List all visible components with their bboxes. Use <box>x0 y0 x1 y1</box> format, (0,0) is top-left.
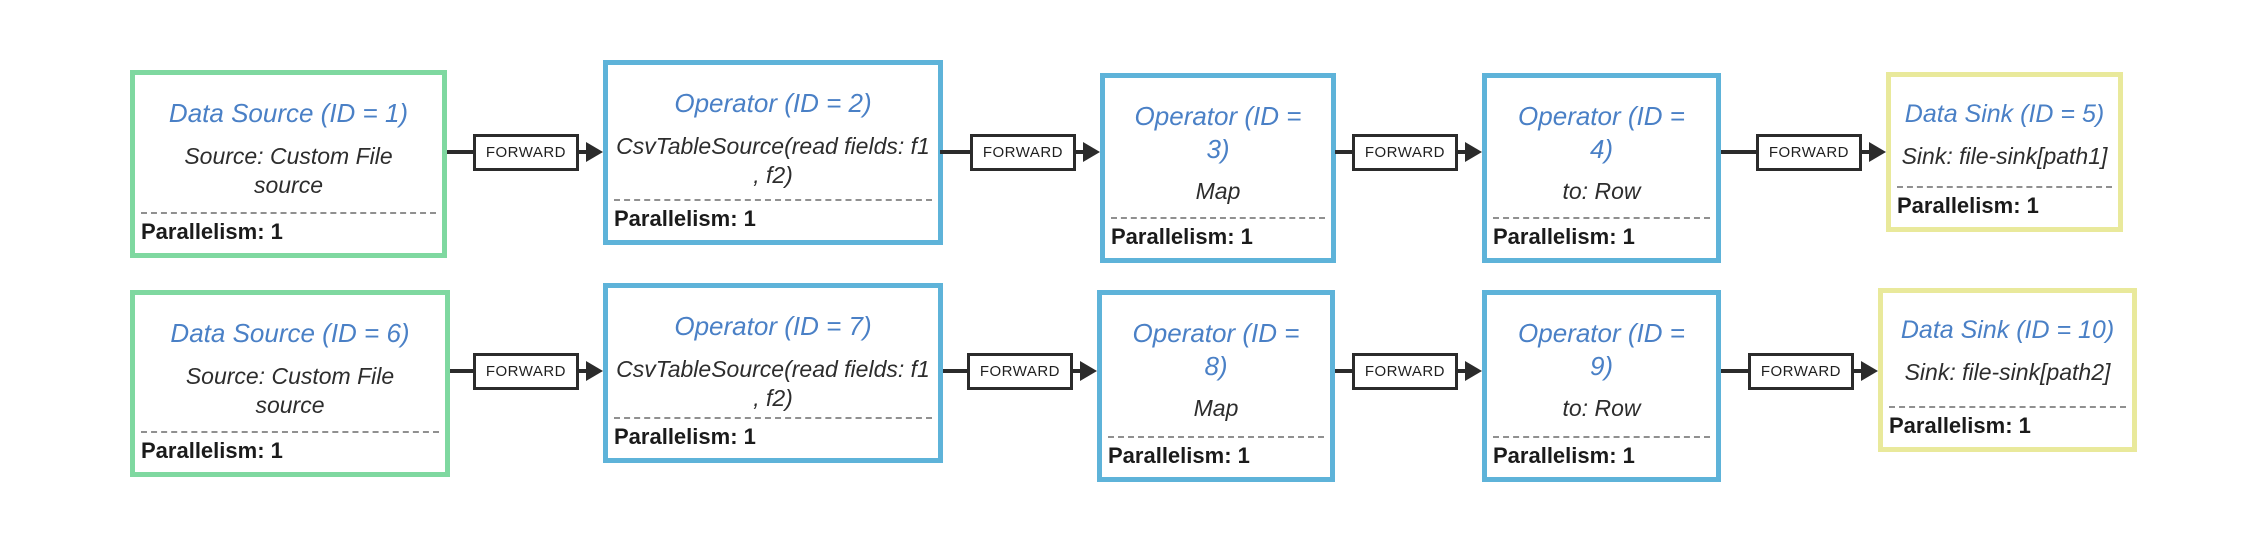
node-parallelism: Parallelism: 1 <box>141 219 283 244</box>
node-divider <box>614 417 932 419</box>
arrow-right-icon <box>1080 361 1097 381</box>
node-parallelism: Parallelism: 1 <box>1108 443 1250 468</box>
node-subtitle: to: Row <box>1562 395 1641 421</box>
node-operator-7[interactable]: Operator (ID = 7) CsvTableSource(read fi… <box>603 283 943 463</box>
node-title: Data Source (ID = 6) <box>170 318 410 348</box>
node-operator-9[interactable]: Operator (ID = 9) to: Row Parallelism: 1 <box>1482 290 1721 482</box>
node-parallelism: Parallelism: 1 <box>1493 224 1635 249</box>
connector-line <box>1854 369 1861 373</box>
node-subtitle: CsvTableSource(read fields: f1 , f2) <box>616 132 930 189</box>
connector-line <box>1458 369 1465 373</box>
node-data-sink-10[interactable]: Data Sink (ID = 10) Sink: file-sink[path… <box>1878 288 2137 452</box>
node-parallelism: Parallelism: 1 <box>141 438 283 463</box>
node-subtitle: Source: Custom File source <box>185 362 395 419</box>
node-divider <box>614 199 932 201</box>
node-parallelism: Parallelism: 1 <box>1889 413 2031 438</box>
node-subtitle: Sink: file-sink[path2] <box>1904 359 2111 386</box>
edge-forward-3-4: FORWARD <box>1335 133 1482 171</box>
node-title: Data Sink (ID = 10) <box>1900 316 2115 344</box>
node-subtitle: Sink: file-sink[path1] <box>1901 143 2108 170</box>
edge-label: FORWARD <box>1351 133 1458 171</box>
node-operator-4[interactable]: Operator (ID = 4) to: Row Parallelism: 1 <box>1482 73 1721 263</box>
edge-label: FORWARD <box>472 352 579 390</box>
connector-line <box>1721 150 1756 154</box>
node-title: Operator (ID = 8) <box>1132 318 1300 381</box>
node-data-source-1[interactable]: Data Source (ID = 1) Source: Custom File… <box>130 70 447 258</box>
node-title: Data Source (ID = 1) <box>168 98 409 128</box>
node-subtitle: Source: Custom File source <box>184 142 393 199</box>
node-title: Operator (ID = 2) <box>674 88 872 118</box>
node-divider <box>1111 217 1325 219</box>
connector-line <box>579 369 586 373</box>
edge-forward-6-7: FORWARD <box>450 352 603 390</box>
edge-label: FORWARD <box>966 352 1073 390</box>
node-title: Operator (ID = 4) <box>1518 101 1685 164</box>
node-operator-3[interactable]: Operator (ID = 3) Map Parallelism: 1 <box>1100 73 1336 263</box>
node-divider <box>141 431 439 433</box>
node-subtitle: to: Row <box>1562 178 1641 204</box>
connector-line <box>1335 150 1352 154</box>
edge-label: FORWARD <box>969 133 1076 171</box>
connector-line <box>1721 369 1748 373</box>
edge-forward-9-10: FORWARD <box>1721 352 1878 390</box>
node-subtitle: CsvTableSource(read fields: f1 , f2) <box>616 355 930 412</box>
edge-forward-4-5: FORWARD <box>1721 133 1886 171</box>
connector-line <box>1862 150 1869 154</box>
connector-line <box>1073 369 1080 373</box>
connector-line <box>1335 369 1352 373</box>
edge-forward-2-3: FORWARD <box>940 133 1100 171</box>
node-divider <box>1108 436 1324 438</box>
arrow-right-icon <box>1869 142 1886 162</box>
node-parallelism: Parallelism: 1 <box>1493 443 1635 468</box>
connector-line <box>1076 150 1083 154</box>
node-data-sink-5[interactable]: Data Sink (ID = 5) Sink: file-sink[path1… <box>1886 72 2123 232</box>
edge-label: FORWARD <box>1755 133 1862 171</box>
edge-label: FORWARD <box>472 133 579 171</box>
edge-label: FORWARD <box>1351 352 1458 390</box>
arrow-right-icon <box>1465 142 1482 162</box>
node-operator-8[interactable]: Operator (ID = 8) Map Parallelism: 1 <box>1097 290 1335 482</box>
edge-label: FORWARD <box>1747 352 1854 390</box>
node-divider <box>1493 436 1710 438</box>
node-subtitle: Map <box>1193 395 1239 421</box>
arrow-right-icon <box>1861 361 1878 381</box>
node-operator-2[interactable]: Operator (ID = 2) CsvTableSource(read fi… <box>603 60 943 245</box>
edge-forward-8-9: FORWARD <box>1335 352 1482 390</box>
node-divider <box>141 212 436 214</box>
connector-line <box>579 150 586 154</box>
connector-line <box>940 150 970 154</box>
node-parallelism: Parallelism: 1 <box>1111 224 1253 249</box>
node-title: Operator (ID = 3) <box>1134 101 1302 164</box>
node-divider <box>1493 217 1710 219</box>
connector-line <box>943 369 967 373</box>
arrow-right-icon <box>586 361 603 381</box>
node-title: Operator (ID = 9) <box>1518 318 1685 381</box>
node-divider <box>1889 406 2126 408</box>
node-parallelism: Parallelism: 1 <box>614 206 756 231</box>
node-title: Data Sink (ID = 5) <box>1904 100 2105 128</box>
node-title: Operator (ID = 7) <box>674 311 872 341</box>
arrow-right-icon <box>586 142 603 162</box>
edge-forward-7-8: FORWARD <box>943 352 1097 390</box>
node-data-source-6[interactable]: Data Source (ID = 6) Source: Custom File… <box>130 290 450 477</box>
arrow-right-icon <box>1465 361 1482 381</box>
node-divider <box>1897 186 2112 188</box>
connector-line <box>450 369 473 373</box>
connector-line <box>447 150 473 154</box>
node-parallelism: Parallelism: 1 <box>1897 193 2039 218</box>
node-parallelism: Parallelism: 1 <box>614 424 756 449</box>
arrow-right-icon <box>1083 142 1100 162</box>
edge-forward-1-2: FORWARD <box>447 133 603 171</box>
connector-line <box>1458 150 1465 154</box>
node-subtitle: Map <box>1195 178 1241 204</box>
